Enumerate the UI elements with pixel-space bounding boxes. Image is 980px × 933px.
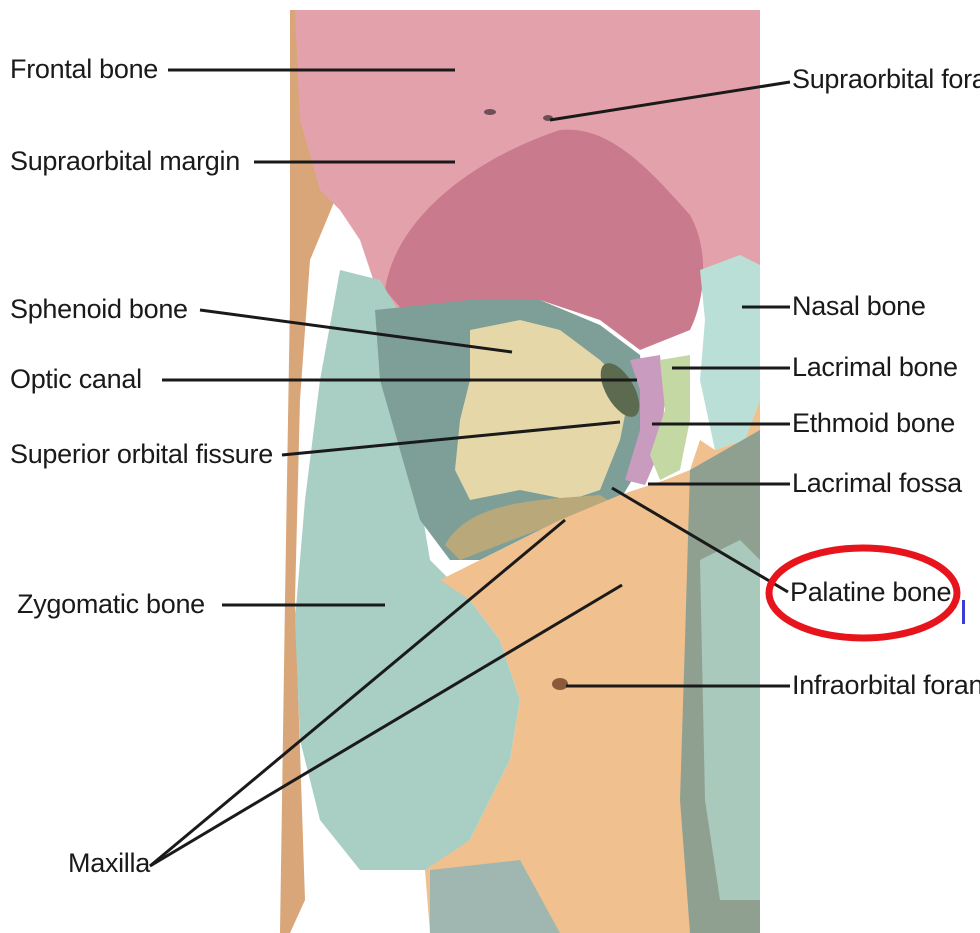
nasal-bone-region xyxy=(700,255,760,450)
label-frontal-bone: Frontal bone xyxy=(10,56,158,83)
label-sphenoid-bone: Sphenoid bone xyxy=(10,296,188,323)
label-lacrimal-fossa: Lacrimal fossa xyxy=(792,470,962,497)
label-zygomatic-bone: Zygomatic bone xyxy=(17,591,205,618)
label-lacrimal-bone: Lacrimal bone xyxy=(792,354,958,381)
supraorbital-notch-shape xyxy=(484,109,496,115)
label-infraorbital-foramen: Infraorbital foran xyxy=(792,672,980,699)
infraorbital-foramen-shape xyxy=(552,678,568,690)
label-nasal-bone: Nasal bone xyxy=(792,293,926,320)
link-fragment-mark xyxy=(962,600,965,624)
label-ethmoid-bone: Ethmoid bone xyxy=(792,410,955,437)
label-optic-canal: Optic canal xyxy=(10,366,142,393)
label-supraorbital-foramen: Supraorbital fora xyxy=(792,66,980,93)
label-palatine-bone: Palatine bone xyxy=(790,579,951,606)
label-superior-orbital-fissure: Superior orbital fissure xyxy=(10,441,273,468)
label-maxilla: Maxilla xyxy=(68,850,150,877)
label-supraorbital-margin: Supraorbital margin xyxy=(10,148,240,175)
